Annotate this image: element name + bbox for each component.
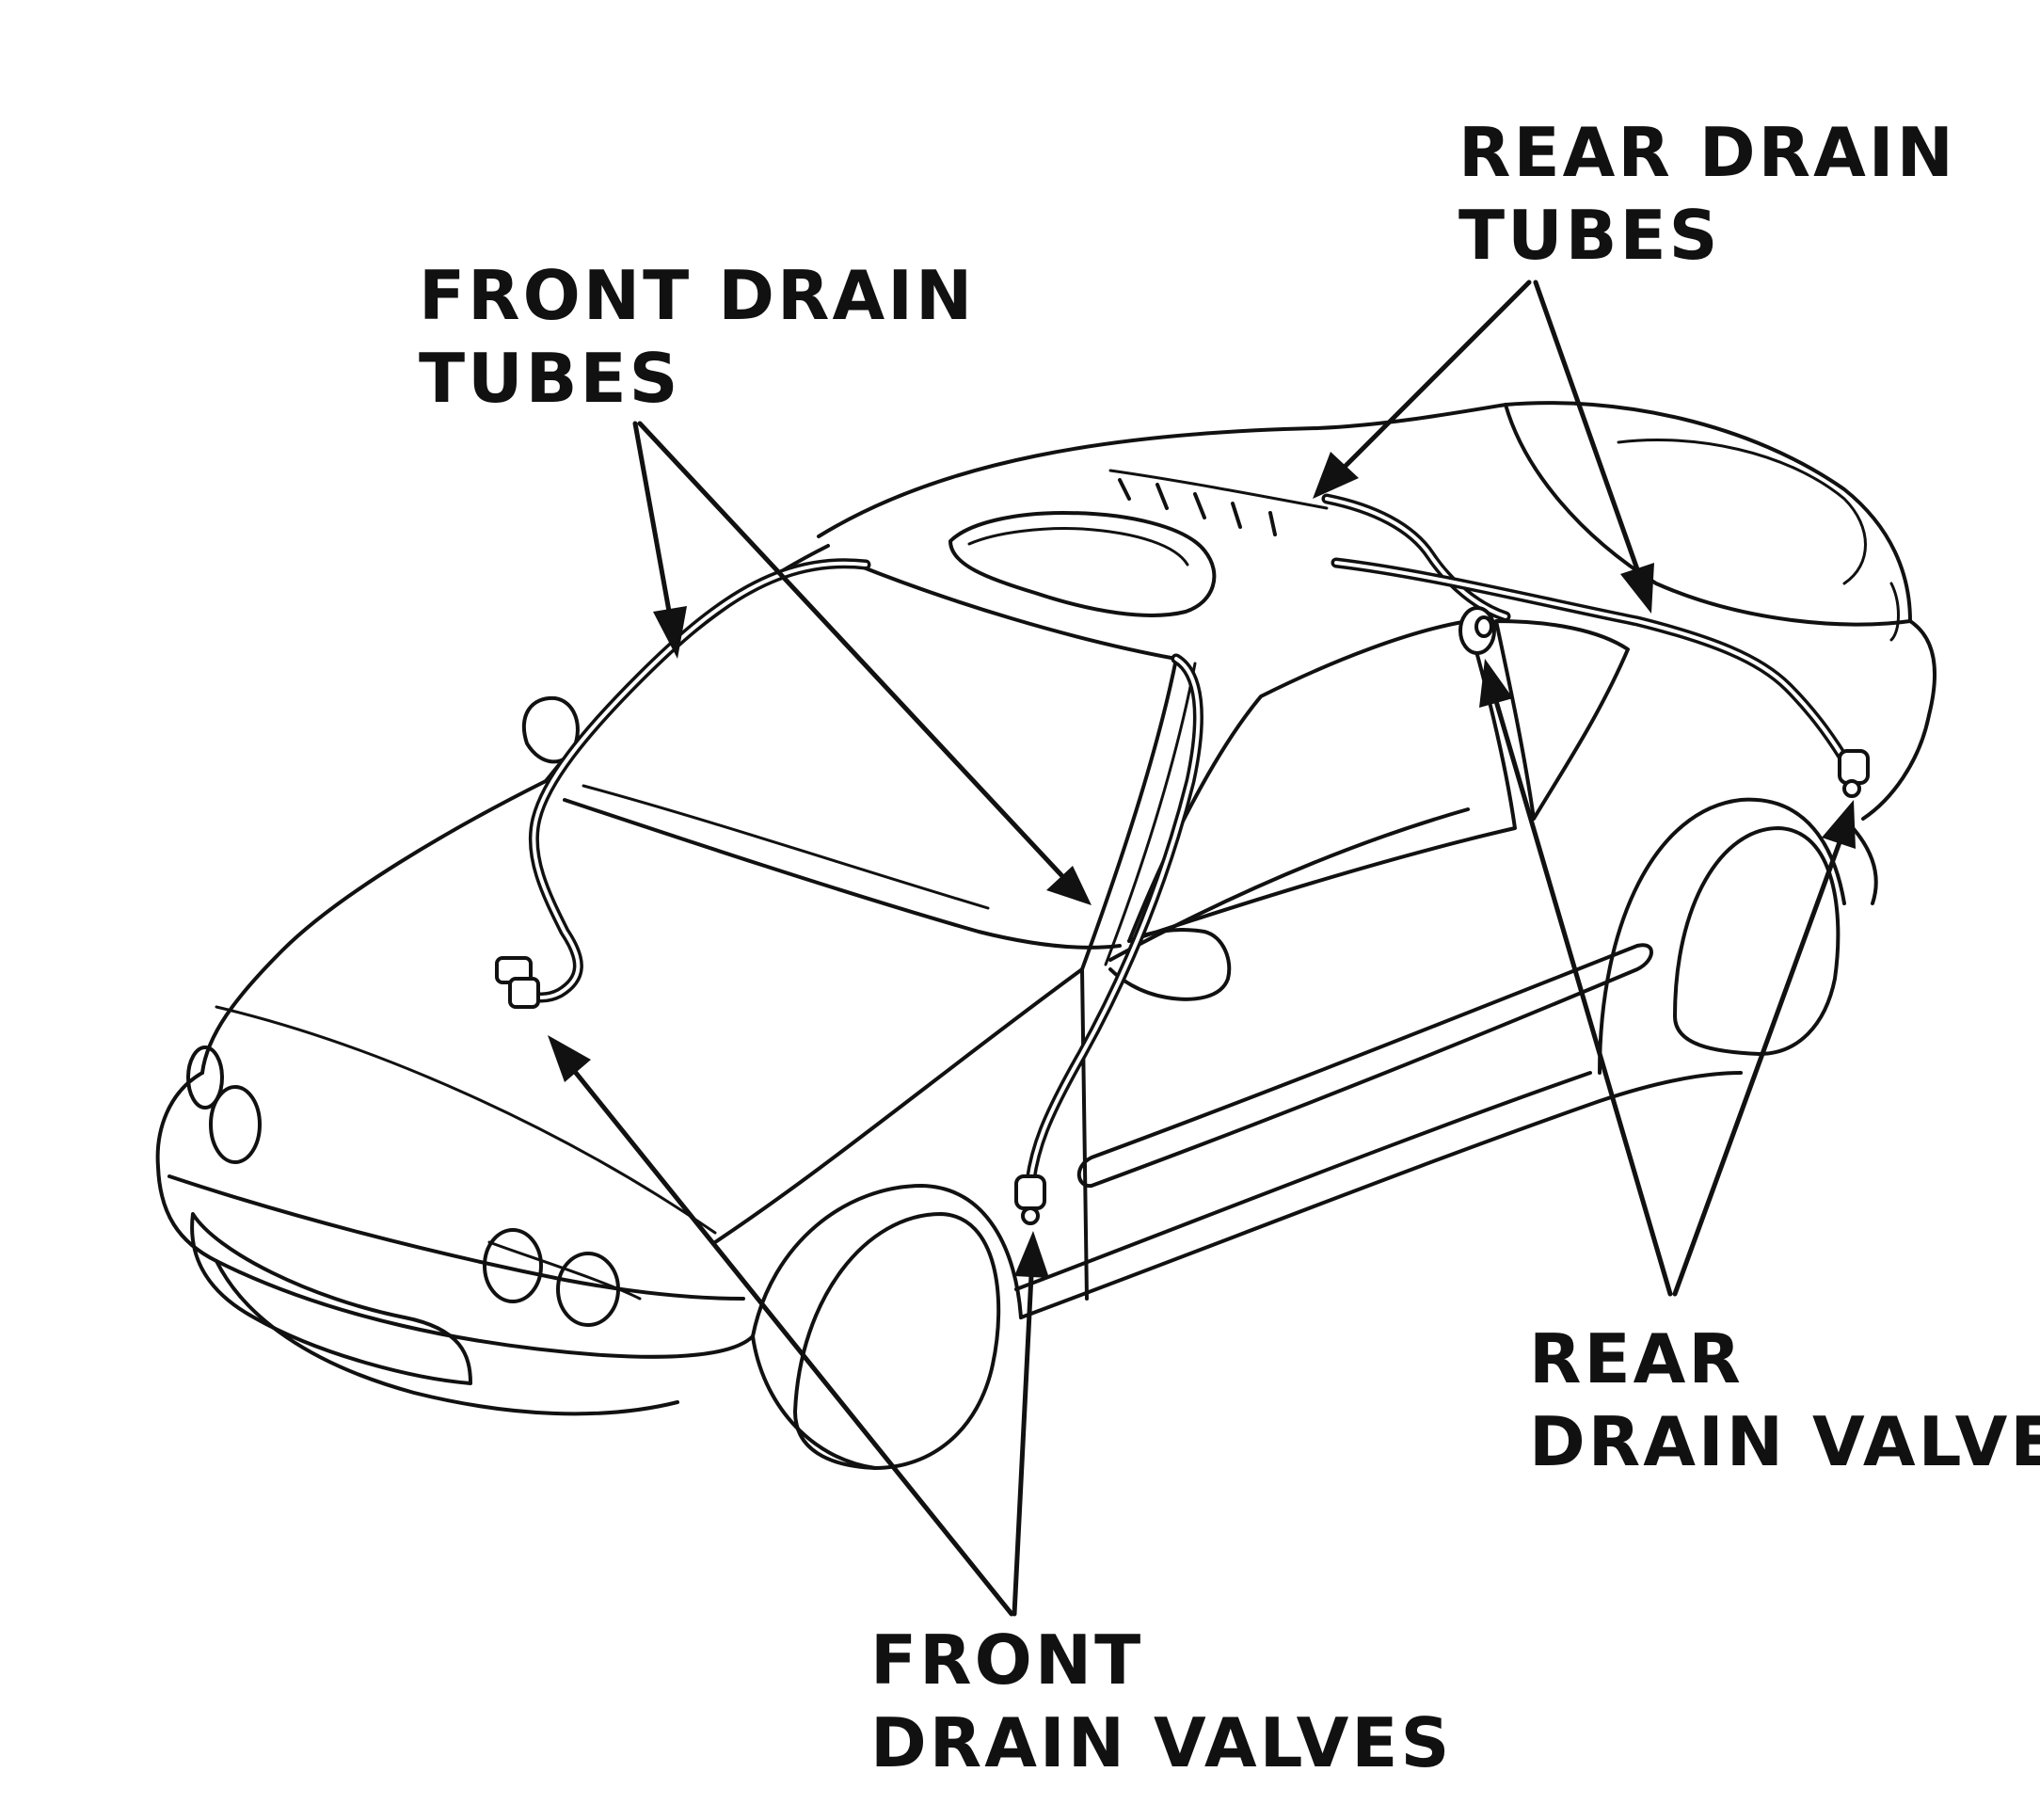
label-rear-drain-tubes-line1: REAR DRAIN: [1458, 113, 1956, 192]
left-mirror: [521, 695, 580, 764]
headlight-left-2: [209, 1085, 262, 1164]
arrowhead-front-tubes-a: [653, 606, 687, 659]
car-outline: [155, 401, 1936, 1470]
leader-front-tubes-a: [632, 421, 673, 619]
side-molding: [1076, 943, 1653, 1189]
front-fascia: [155, 1071, 755, 1359]
label-rear-drain-tubes-line2: TUBES: [1458, 196, 1721, 275]
rear-wheel-arch: [1598, 797, 1846, 1075]
door-line: [1080, 967, 1089, 1301]
front-wheel: [793, 1212, 1001, 1470]
arrowhead-front-tubes-b: [1046, 866, 1092, 905]
rear-drain-valve-quarter: [1838, 749, 1870, 798]
leader-rear-tubes-b: [1533, 279, 1640, 572]
arrowhead-rear-valve-b: [1822, 800, 1856, 849]
arrowhead-front-valves-a: [548, 1035, 591, 1082]
label-front-drain-valves: FRONT DRAIN VALVES: [870, 1619, 1452, 1784]
leader-front-valves-b: [1012, 1272, 1034, 1617]
side-mirror: [1108, 928, 1232, 1001]
label-front-drain-valves-line1: FRONT: [870, 1620, 1144, 1700]
a-pillar: [1080, 657, 1178, 971]
arrowhead-front-valves-b: [1014, 1231, 1049, 1278]
headlight-left-1: [186, 1046, 224, 1110]
headlight-right-1: [483, 1228, 543, 1303]
drain-tubes: [517, 493, 1855, 1187]
label-rear-drain-tubes: REAR DRAIN TUBES: [1458, 111, 1956, 277]
label-rear-drain-valve-line2: DRAIN VALVE: [1529, 1402, 2040, 1481]
roof-outline: [817, 401, 1936, 821]
rear-drain-tube-left: [1321, 493, 1511, 622]
leader-rear-valve-b: [1672, 839, 1842, 1297]
rear-deck: [1504, 403, 1912, 627]
side-sill: [1019, 1071, 1743, 1319]
label-rear-drain-valve: REAR DRAIN VALVE: [1529, 1317, 2040, 1483]
lower-intake: [190, 1212, 472, 1385]
front-wheel-arch: [751, 1184, 1023, 1338]
rear-wheel: [1673, 826, 1841, 1056]
label-front-drain-valves-line2: DRAIN VALVES: [870, 1703, 1453, 1782]
hood: [200, 779, 548, 1075]
leader-lines: [548, 279, 1856, 1617]
drain-valves: [495, 606, 1870, 1225]
rear-drain-valve-pillar: [1458, 606, 1496, 655]
label-front-drain-tubes-line2: TUBES: [419, 339, 681, 418]
label-front-drain-tubes: FRONT DRAIN TUBES: [419, 254, 975, 420]
front-drain-valve-hood: [495, 956, 540, 1009]
rear-side-window: [1494, 619, 1630, 821]
leader-front-tubes-b: [637, 421, 1064, 878]
sunroof: [948, 511, 1217, 617]
arrowhead-rear-valve-a: [1479, 659, 1513, 708]
label-front-drain-tubes-line1: FRONT DRAIN: [419, 256, 976, 335]
arrowhead-rear-tubes-a: [1313, 452, 1359, 499]
leader-rear-tubes-a: [1343, 279, 1532, 469]
front-drain-valve-wheel: [1014, 1174, 1046, 1225]
label-rear-drain-valve-line1: REAR: [1529, 1319, 1744, 1398]
arrowhead-rear-tubes-b: [1620, 563, 1654, 614]
roof-vents: [1118, 478, 1277, 536]
leader-rear-valve-a: [1493, 698, 1673, 1297]
rear-drain-tube-right: [1331, 557, 1855, 773]
leader-front-valves-a: [573, 1070, 1014, 1617]
